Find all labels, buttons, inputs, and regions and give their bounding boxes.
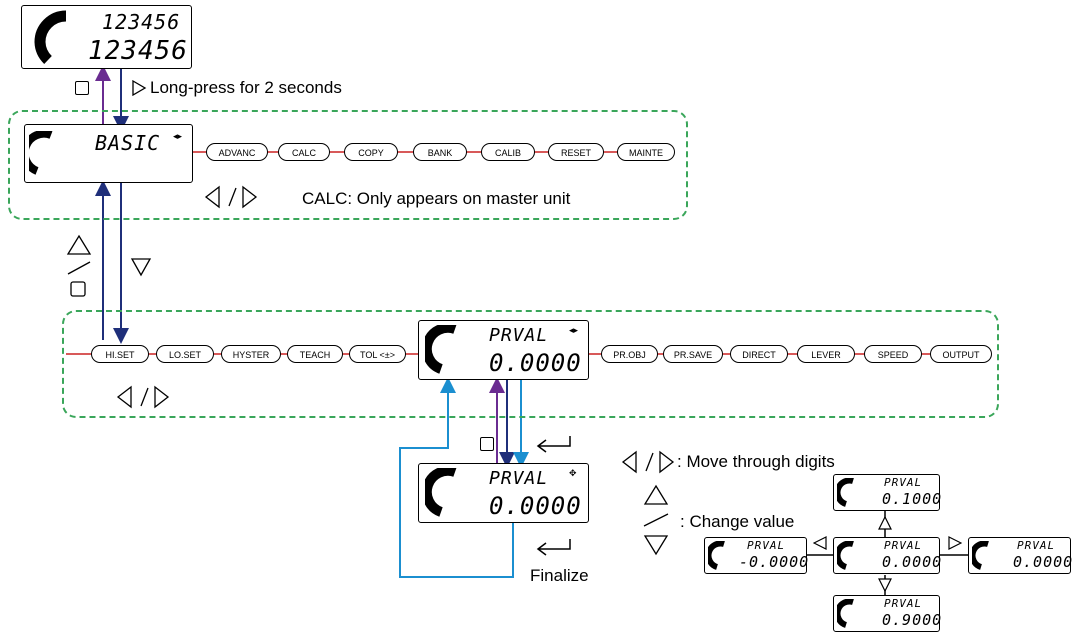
setting-item-output[interactable]: OUTPUT — [930, 345, 992, 363]
mini-left-value: -0.0000 — [739, 553, 810, 571]
setting-item-tol[interactable]: TOL <±> — [349, 345, 406, 363]
basic-label: BASIC — [95, 131, 161, 155]
mini-bottom-value: 0.9000 — [882, 611, 943, 629]
prval-label: PRVAL — [489, 325, 549, 346]
gauge-icon-small — [29, 131, 53, 175]
setting-item-hiset[interactable]: HI.SET — [91, 345, 149, 363]
basic-menu-frame — [8, 110, 688, 220]
gauge-icon-mini — [708, 541, 725, 570]
setting-item-loset[interactable]: LO.SET — [156, 345, 214, 363]
mini-right-label: PRVAL — [1017, 539, 1056, 552]
gauge-icon-mini — [837, 541, 854, 570]
menu-item-mainte[interactable]: MAINTE — [617, 143, 675, 161]
gauge-icon-medium — [425, 468, 457, 517]
edit-display: PRVAL 0.0000 ✥ — [418, 463, 589, 523]
left-right-arrows-icon-3 — [621, 450, 675, 474]
setting-item-lever[interactable]: LEVER — [797, 345, 855, 363]
mini-display-bottom: PRVAL 0.9000 — [833, 595, 943, 632]
gauge-icon — [34, 10, 67, 64]
up-down-arrows-icon — [643, 484, 669, 556]
gauge-icon-medium — [425, 325, 457, 374]
gauge-icon-mini — [837, 478, 854, 507]
setting-item-direct[interactable]: DIRECT — [730, 345, 788, 363]
settings-menu-frame — [62, 310, 999, 418]
menu-item-calib[interactable]: CALIB — [481, 143, 535, 161]
left-right-arrows-icon-2 — [116, 385, 170, 409]
mini-display-left: PRVAL -0.0000 — [704, 537, 810, 574]
edit-label: PRVAL — [489, 468, 549, 489]
down-arrow-icon-mini — [878, 578, 892, 592]
main-display: 123456 123456 — [21, 5, 192, 69]
mini-top-label: PRVAL — [884, 476, 923, 489]
calc-note: CALC: Only appears on master unit — [302, 189, 571, 208]
long-press-label: Long-press for 2 seconds — [150, 78, 342, 97]
change-value-label: : Change value — [680, 512, 795, 531]
setting-item-teach[interactable]: TEACH — [287, 345, 343, 363]
prval-value: 0.0000 — [489, 349, 582, 377]
right-arrow-icon-mini — [948, 536, 962, 550]
mini-left-label: PRVAL — [747, 539, 786, 552]
basic-display: BASIC ◂▸ — [24, 124, 193, 183]
gauge-icon-mini — [972, 541, 989, 570]
menu-item-reset[interactable]: RESET — [548, 143, 604, 161]
menu-item-copy[interactable]: COPY — [344, 143, 398, 161]
prval-display: PRVAL 0.0000 ◂▸ — [418, 320, 589, 380]
display-line-2: 123456 — [88, 36, 188, 66]
menu-item-calc[interactable]: CALC — [278, 143, 330, 161]
up-or-set-icon — [66, 234, 92, 297]
mini-center-label: PRVAL — [884, 539, 923, 552]
setting-item-hyster[interactable]: HYSTER — [221, 345, 281, 363]
move-digits-label: : Move through digits — [677, 452, 835, 471]
down-arrow-icon — [130, 258, 152, 277]
right-arrow-icon — [132, 80, 147, 96]
menu-item-bank[interactable]: BANK — [413, 143, 467, 161]
set-button-icon-2 — [480, 437, 494, 451]
gauge-icon-mini — [837, 599, 854, 628]
menu-item-advanc[interactable]: ADVANC — [206, 143, 268, 161]
setting-item-speed[interactable]: SPEED — [864, 345, 922, 363]
set-button-icon — [75, 81, 89, 95]
left-arrow-icon-mini — [813, 536, 827, 550]
setting-item-prsave[interactable]: PR.SAVE — [663, 345, 723, 363]
nav-arrows-icon: ✥ — [569, 468, 577, 478]
mini-bottom-label: PRVAL — [884, 597, 923, 610]
nav-arrows-icon: ◂▸ — [569, 325, 579, 335]
edit-value: 0.0000 — [489, 492, 582, 520]
left-right-arrows-icon — [204, 185, 258, 209]
mini-display-top: PRVAL 0.1000 — [833, 474, 943, 511]
setting-item-probj[interactable]: PR.OBJ — [601, 345, 658, 363]
mini-center-value: 0.0000 — [882, 553, 943, 571]
mini-right-value: 0.0000 — [1013, 553, 1073, 571]
up-arrow-icon-mini — [878, 516, 892, 530]
finalize-label: Finalize — [530, 566, 589, 585]
mini-top-value: 0.1000 — [882, 490, 943, 508]
display-line-1: 123456 — [102, 10, 181, 34]
nav-arrows-icon: ◂▸ — [173, 131, 183, 141]
mini-display-center: PRVAL 0.0000 — [833, 537, 943, 574]
mini-display-right: PRVAL 0.0000 — [968, 537, 1073, 574]
